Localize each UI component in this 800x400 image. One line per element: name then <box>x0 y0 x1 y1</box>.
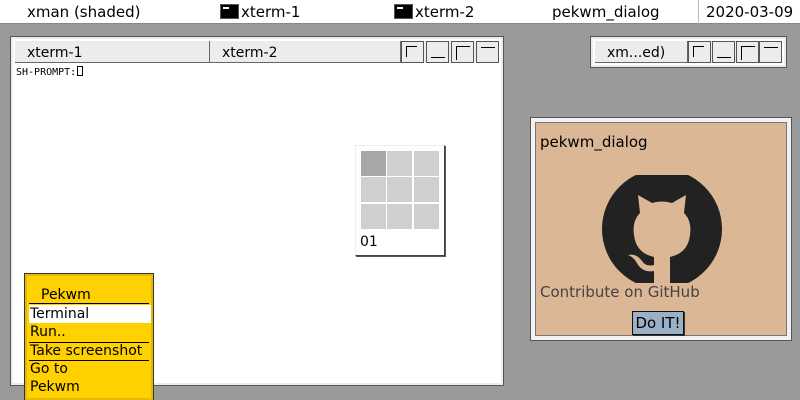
tab-xman[interactable]: xm...ed) <box>595 41 688 63</box>
workspace-label: 01 <box>360 234 378 250</box>
shade-icon[interactable] <box>759 41 782 63</box>
workspace-cell[interactable] <box>361 177 386 202</box>
titlebar[interactable]: xterm-1 xterm-2 <box>15 41 499 63</box>
tab-xterm-2[interactable]: xterm-2 <box>210 41 401 63</box>
workspace-cell[interactable] <box>361 151 386 176</box>
workspace-cell[interactable] <box>387 151 412 176</box>
workspace-cell[interactable] <box>414 151 439 176</box>
terminal-prompt[interactable]: SH-PROMPT: <box>16 66 84 79</box>
taskbar-item-label: pekwm_dialog <box>552 3 660 21</box>
dialog-body: pekwm_dialog Contribute on GitHub Do IT! <box>535 122 787 336</box>
menu-item-terminal[interactable]: Terminal <box>29 305 151 323</box>
workspace-cell[interactable] <box>414 204 439 229</box>
maximize-icon[interactable] <box>736 41 759 63</box>
menu-item-goto[interactable]: Go to <box>30 361 68 377</box>
taskbar-item-xman[interactable]: xman (shaded) <box>27 0 140 24</box>
taskbar-divider <box>698 0 699 24</box>
workspace-pager: 01 <box>355 145 445 256</box>
workspace-cell[interactable] <box>387 204 412 229</box>
taskbar-item-label: xterm-1 <box>241 3 301 21</box>
menu-item-run[interactable]: Run.. <box>30 324 66 340</box>
taskbar: xman (shaded) xterm-1 xterm-2 pekwm_dial… <box>0 0 800 24</box>
do-it-button[interactable]: Do IT! <box>632 311 684 335</box>
close-icon[interactable] <box>401 41 424 63</box>
text-cursor <box>77 66 84 76</box>
menu-item-pekwm[interactable]: Pekwm <box>30 379 80 395</box>
menu-separator <box>29 360 149 361</box>
clock-date: 2020-03-09 <box>706 3 794 21</box>
pekwm-dialog: pekwm_dialog Contribute on GitHub Do IT! <box>530 117 792 341</box>
tab-xterm-1[interactable]: xterm-1 <box>15 41 210 63</box>
maximize-icon[interactable] <box>451 41 474 63</box>
taskbar-item-xterm-2[interactable]: xterm-2 <box>394 0 474 24</box>
close-icon[interactable] <box>688 41 711 63</box>
iconify-icon[interactable] <box>712 41 735 63</box>
menu-item-screenshot[interactable]: Take screenshot <box>30 343 143 359</box>
terminal-icon <box>394 4 413 19</box>
terminal-icon <box>220 4 239 19</box>
dialog-message: Contribute on GitHub <box>540 283 700 301</box>
workspace-cell[interactable] <box>387 177 412 202</box>
workspace-cell[interactable] <box>414 177 439 202</box>
menu-title: Pekwm <box>29 284 149 304</box>
titlebar[interactable]: xm...ed) <box>595 41 782 63</box>
root-menu: Pekwm Terminal Run.. Take screenshot Go … <box>24 273 154 400</box>
shade-icon[interactable] <box>476 41 499 63</box>
xman-window-shaded[interactable]: xm...ed) <box>590 36 787 68</box>
workspace-cell[interactable] <box>361 204 386 229</box>
taskbar-item-xterm-1[interactable]: xterm-1 <box>220 0 300 24</box>
prompt-text: SH-PROMPT: <box>16 67 77 78</box>
menu-separator <box>29 342 149 343</box>
taskbar-item-pekwm-dialog[interactable]: pekwm_dialog <box>552 0 660 24</box>
dialog-title: pekwm_dialog <box>540 133 648 151</box>
taskbar-item-label: xman (shaded) <box>27 3 141 21</box>
github-logo-icon <box>602 175 722 283</box>
iconify-icon[interactable] <box>426 41 449 63</box>
taskbar-item-label: xterm-2 <box>415 3 475 21</box>
